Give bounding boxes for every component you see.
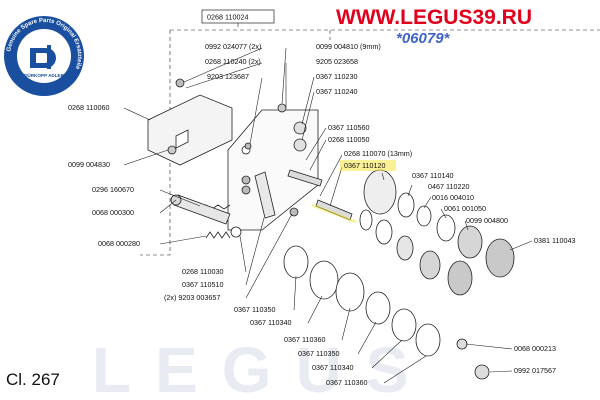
spring-stack [419, 250, 441, 280]
nut [241, 185, 251, 195]
label-9203-123687: 9203 123687 [207, 72, 249, 81]
tension-disc [283, 245, 309, 279]
watermark-code: *06079* [396, 30, 451, 47]
label-0367-110230: 0367 110230 [316, 72, 357, 81]
header-part-number: 0268 110024 [207, 13, 248, 22]
plate-hole [230, 226, 242, 238]
screw [277, 103, 287, 113]
large-disc [363, 169, 397, 215]
label-0268-110060: 0268 110060 [68, 103, 109, 112]
shaft [173, 194, 231, 225]
disc [416, 205, 432, 227]
label-0268-110030: 0268 110030 [182, 267, 223, 276]
label-0992-024077: 0992 024077 (2x) [205, 42, 261, 51]
label-0367-110340-a: 0367 110340 [250, 318, 291, 327]
spring-small [205, 231, 231, 239]
label-0381-110043: 0381 110043 [534, 236, 575, 245]
knob [485, 238, 515, 278]
duerkopp-adler-logo: DÜRKOPP ADLER Genuine Spare Parts Origin… [4, 16, 84, 96]
label-0367-110340-b: 0367 110340 [312, 363, 353, 372]
label-0016-004010: 0016 004010 [432, 193, 474, 202]
label-0068-000213: 0068 000213 [514, 344, 556, 353]
label-0367-110350-a: 0367 110350 [234, 305, 275, 314]
label-0367-110120: 0367 110120 [344, 161, 385, 170]
tension-disc [335, 272, 365, 312]
label-0099-004830: 0099 004830 [68, 160, 110, 169]
screw [244, 142, 252, 150]
label-0099-004810: 0099 004810 (9mm) [316, 42, 381, 51]
group-frame [140, 23, 600, 256]
back-plate [147, 94, 233, 166]
watermark-site: WWW.LEGUS39.RU [336, 6, 532, 29]
lever [254, 171, 276, 219]
disc [436, 214, 456, 242]
label-0467-110220: 0467 110220 [428, 182, 469, 191]
disc [397, 192, 415, 218]
tension-disc [415, 323, 441, 357]
nut [241, 175, 251, 185]
threaded-rod [287, 169, 323, 187]
label-0268-110240: 0268 110240 (2x) [205, 57, 261, 66]
back-plate-slot [175, 129, 189, 149]
nut [474, 364, 490, 380]
tension-disc [365, 291, 391, 325]
catalog-class: Cl. 267 [6, 370, 60, 389]
label-0367-110360-a: 0367 110360 [284, 335, 325, 344]
label-9203-003657: (2x) 9203 003657 [164, 293, 220, 302]
bushing [293, 121, 307, 135]
rod-highlight [311, 203, 357, 224]
label-0068-000280: 0068 000280 [98, 239, 140, 248]
washer [359, 209, 373, 231]
bushing [293, 138, 307, 152]
tension-disc [309, 260, 339, 300]
label-0992-017567: 0992 017567 [514, 366, 556, 375]
label-0061-001050: 0061 001050 [444, 204, 486, 213]
washer [396, 235, 414, 261]
spring-stack [457, 225, 483, 259]
washer [375, 219, 393, 245]
label-0367-110510: 0367 110510 [182, 280, 223, 289]
knob [447, 260, 473, 296]
label-0296-160670: 0296 160670 [92, 185, 134, 194]
screw [289, 207, 299, 217]
highlight-0367-110120 [340, 160, 396, 171]
logo-brand: DÜRKOPP ADLER [24, 72, 64, 78]
label-0367-110140: 0367 110140 [412, 171, 453, 180]
label-0367-110360-b: 0367 110360 [326, 378, 367, 387]
label-0367-110240: 0367 110240 [316, 87, 357, 96]
tension-disc [391, 308, 417, 342]
label-9205-023658: 9205 023658 [316, 57, 358, 66]
label-0268-110070: 0268 110070 (13mm) [344, 149, 412, 158]
label-0367-110560: 0367 110560 [328, 123, 369, 132]
label-0068-000300: 0068 000300 [92, 208, 134, 217]
watermark-bottom: LEGUS [92, 334, 432, 400]
pin [456, 338, 468, 350]
label-0268-110050: 0268 110050 [328, 135, 369, 144]
label-0367-110350-b: 0367 110350 [298, 349, 339, 358]
screw [175, 78, 185, 88]
nut [167, 145, 177, 155]
label-0099-004800: 0099 004800 [466, 216, 508, 225]
